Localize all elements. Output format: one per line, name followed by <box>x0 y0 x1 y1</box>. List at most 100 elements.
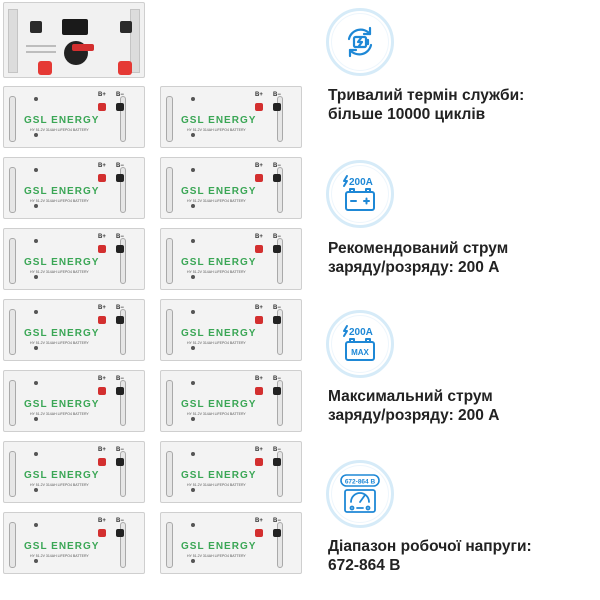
module-screw <box>34 168 38 172</box>
module-screw <box>191 204 195 208</box>
module-handle <box>9 451 16 497</box>
module-screw <box>34 452 38 456</box>
module-handle <box>277 522 283 568</box>
feature-line: Рекомендований струм <box>328 240 509 257</box>
feature-text: Максимальний струм заряду/розряду: 200 А <box>328 387 588 425</box>
negative-terminal <box>273 174 281 182</box>
controller-terminal-red <box>38 61 52 75</box>
module-screw <box>191 310 195 314</box>
module-handle <box>166 380 173 426</box>
positive-terminal <box>98 529 106 537</box>
module-model: HY 51.2V 314AH LIFEPO4 BATTERY <box>187 128 246 132</box>
feature-icon-circle <box>326 8 394 76</box>
max-badge: MAX <box>351 348 369 357</box>
brand-logo: GSL ENERGY <box>181 257 257 268</box>
terminal-label-negative: B− <box>116 305 124 311</box>
terminal-label-negative: B− <box>116 92 124 98</box>
terminal-label-negative: B− <box>273 163 281 169</box>
module-screw <box>191 488 195 492</box>
module-model: HY 51.2V 314AH LIFEPO4 BATTERY <box>30 412 89 416</box>
brand-logo: GSL ENERGY <box>181 470 257 481</box>
module-screw <box>34 523 38 527</box>
module-handle <box>166 522 173 568</box>
module-screw <box>34 275 38 279</box>
feature-line: 672-864 В <box>328 557 401 574</box>
controller-terminal-red <box>118 61 132 75</box>
module-screw <box>191 346 195 350</box>
brand-logo: GSL ENERGY <box>181 541 257 552</box>
module-handle <box>120 238 126 284</box>
feature-icon-circle: 200A MAX <box>326 310 394 378</box>
brand-logo: GSL ENERGY <box>181 399 257 410</box>
feature-icon-circle: 200A <box>326 160 394 228</box>
module-model: HY 51.2V 314AH LIFEPO4 BATTERY <box>187 199 246 203</box>
positive-terminal <box>255 529 263 537</box>
positive-terminal <box>255 458 263 466</box>
negative-terminal <box>116 529 124 537</box>
positive-terminal <box>255 174 263 182</box>
terminal-label-negative: B− <box>273 234 281 240</box>
module-screw <box>34 417 38 421</box>
feature-line: заряду/розряду: 200 А <box>328 407 500 424</box>
module-screw <box>34 346 38 350</box>
positive-terminal <box>98 458 106 466</box>
module-screw <box>191 559 195 563</box>
terminal-label-positive: B+ <box>98 376 106 382</box>
module-handle <box>9 167 16 213</box>
negative-terminal <box>273 529 281 537</box>
module-model: HY 51.2V 314AH LIFEPO4 BATTERY <box>187 554 246 558</box>
module-screw <box>191 381 195 385</box>
positive-terminal <box>98 174 106 182</box>
positive-terminal <box>255 387 263 395</box>
module-model: HY 51.2V 314AH LIFEPO4 BATTERY <box>30 199 89 203</box>
module-screw <box>34 381 38 385</box>
module-handle <box>166 309 173 355</box>
module-model: HY 51.2V 314AH LIFEPO4 BATTERY <box>30 483 89 487</box>
breaker-switch <box>64 41 94 65</box>
module-model: HY 51.2V 314AH LIFEPO4 BATTERY <box>187 341 246 345</box>
module-handle <box>120 309 126 355</box>
terminal-label-positive: B+ <box>255 305 263 311</box>
controller-display <box>62 19 88 35</box>
positive-terminal <box>98 245 106 253</box>
feature-text: Рекомендований струм заряду/розряду: 200… <box>328 239 588 277</box>
module-handle <box>120 451 126 497</box>
negative-terminal <box>273 316 281 324</box>
terminal-label-negative: B− <box>116 518 124 524</box>
battery-current-icon: 200A <box>343 175 375 211</box>
module-screw <box>34 559 38 563</box>
module-model: HY 51.2V 314AH LIFEPO4 BATTERY <box>187 270 246 274</box>
negative-terminal <box>116 174 124 182</box>
negative-terminal <box>273 458 281 466</box>
negative-terminal <box>116 387 124 395</box>
module-screw <box>191 523 195 527</box>
controller-port <box>120 21 132 33</box>
terminal-label-positive: B+ <box>98 234 106 240</box>
module-handle <box>9 96 16 142</box>
brand-logo: GSL ENERGY <box>24 541 100 552</box>
module-handle <box>277 96 283 142</box>
positive-terminal <box>255 103 263 111</box>
terminal-label-positive: B+ <box>98 92 106 98</box>
positive-terminal <box>98 103 106 111</box>
module-handle <box>9 380 16 426</box>
battery-cycle-icon <box>347 26 373 58</box>
brand-logo: GSL ENERGY <box>24 470 100 481</box>
module-handle <box>277 451 283 497</box>
module-handle <box>9 309 16 355</box>
negative-terminal <box>116 458 124 466</box>
brand-logo: GSL ENERGY <box>24 186 100 197</box>
module-model: HY 51.2V 314AH LIFEPO4 BATTERY <box>187 412 246 416</box>
negative-terminal <box>116 245 124 253</box>
module-handle <box>120 380 126 426</box>
module-handle <box>277 167 283 213</box>
